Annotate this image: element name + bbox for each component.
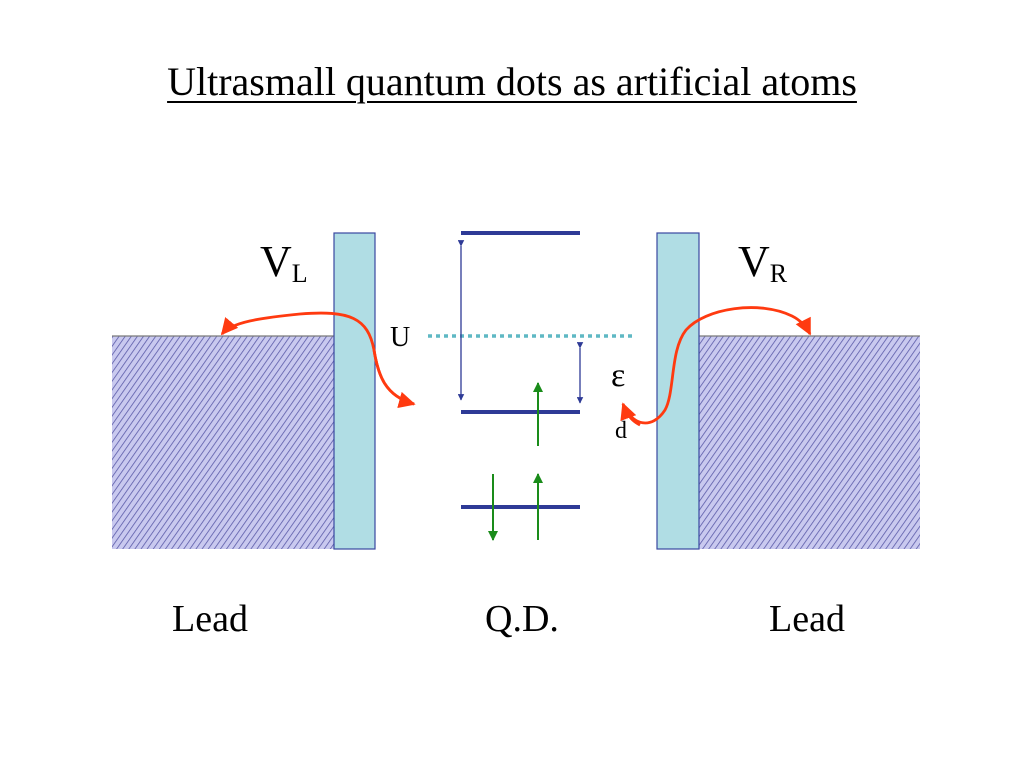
slide-title: Ultrasmall quantum dots as artificial at… bbox=[167, 59, 857, 104]
left-lead-label: Lead bbox=[172, 598, 248, 640]
right-tunnel-arrow bbox=[621, 306, 812, 425]
right-lead-region bbox=[699, 336, 920, 549]
coupling-right-label: VR bbox=[738, 237, 788, 289]
level-energy-symbol: ε bbox=[611, 357, 626, 394]
quantum-dot-label: Q.D. bbox=[485, 598, 559, 640]
coupling-left-label: VL bbox=[260, 237, 308, 289]
left-barrier bbox=[333, 232, 376, 550]
left-lead-region bbox=[112, 336, 334, 549]
level-energy-subscript: d bbox=[615, 418, 627, 444]
right-barrier bbox=[656, 232, 700, 550]
left-tunnel-arrow-head bbox=[372, 349, 416, 409]
right-lead-label: Lead bbox=[769, 598, 845, 640]
coulomb-label: U bbox=[390, 322, 411, 353]
right-tunnel-arrow-start bbox=[620, 402, 641, 427]
